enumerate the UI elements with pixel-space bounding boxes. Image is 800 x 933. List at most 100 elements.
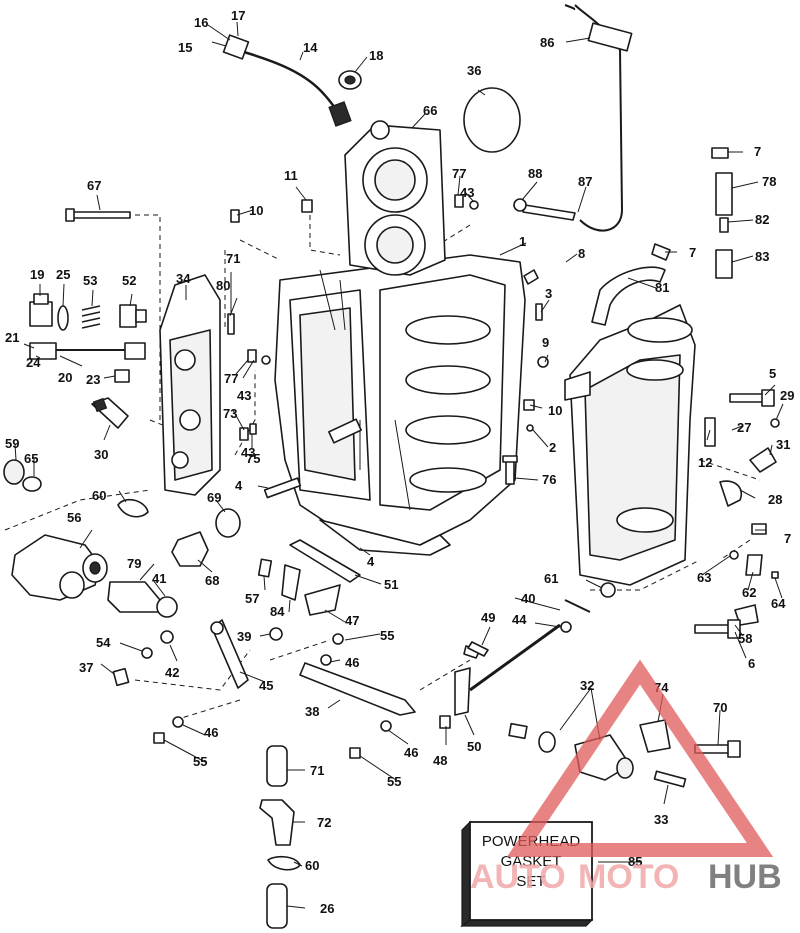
callout: 69 (207, 490, 221, 505)
callout: 84 (270, 604, 285, 619)
callout: 10 (548, 403, 562, 418)
leader-lines (14, 21, 784, 909)
callout: 41 (152, 571, 166, 586)
grommet (338, 70, 362, 90)
callout: 68 (205, 573, 219, 588)
callout: 20 (58, 370, 72, 385)
exhaust-housing (564, 304, 696, 586)
water-hoses (259, 745, 301, 929)
callout: 61 (544, 571, 558, 586)
callout: 70 (713, 700, 727, 715)
callout: 87 (578, 174, 592, 189)
callout: 39 (237, 629, 251, 644)
callout: 5 (769, 366, 776, 381)
callout: 54 (96, 635, 111, 650)
callout: 7 (754, 144, 761, 159)
callout: 24 (26, 355, 41, 370)
callout: 59 (5, 436, 19, 451)
kit-label-line-3: SET (516, 873, 545, 890)
sleeve-and-ring (107, 581, 178, 618)
fasteners-top (227, 194, 479, 441)
callout: 56 (67, 510, 81, 525)
callout: 46 (204, 725, 218, 740)
plug-and-ring (3, 459, 42, 492)
callout: 63 (697, 570, 711, 585)
breather-hose (513, 4, 633, 232)
callout: 67 (87, 178, 101, 193)
sensor-harness (222, 34, 352, 127)
callout: 78 (762, 174, 776, 189)
callout: 66 (423, 103, 437, 118)
callout: 17 (231, 8, 245, 23)
callout: 51 (384, 577, 398, 592)
callout: 6 (748, 656, 755, 671)
callout: 44 (512, 612, 527, 627)
callout: 49 (481, 610, 495, 625)
cylinder-head (344, 120, 446, 276)
callout: 15 (178, 40, 192, 55)
callout: 53 (83, 273, 97, 288)
callout: 57 (245, 591, 259, 606)
callout: 72 (317, 815, 331, 830)
throttle-linkage (210, 539, 561, 716)
kit-callout-number: 85 (628, 854, 642, 869)
callout: 12 (698, 455, 712, 470)
callout: 79 (127, 556, 141, 571)
callout: 43 (460, 185, 474, 200)
callout: 7 (689, 245, 696, 260)
gasket-kit-box: POWERHEAD GASKET SET 85 (460, 820, 642, 928)
callout: 81 (655, 280, 669, 295)
callout: 2 (549, 440, 556, 455)
callout: 30 (94, 447, 108, 462)
callout: 27 (737, 420, 751, 435)
assembly-guides (4, 214, 761, 721)
thermostat-parts (29, 293, 147, 331)
callout: 33 (654, 812, 668, 827)
callout: 76 (542, 472, 556, 487)
callout: 60 (92, 488, 106, 503)
callout: 28 (768, 492, 782, 507)
callout: 43 (237, 388, 251, 403)
callout: 77 (452, 166, 466, 181)
callout: 64 (771, 596, 786, 611)
callout: 80 (216, 278, 230, 293)
callout: 88 (528, 166, 542, 181)
washer-and-bushing (171, 508, 241, 567)
callout: 52 (122, 273, 136, 288)
callout: 45 (259, 678, 273, 693)
callout: 77 (224, 371, 238, 386)
callout: 25 (56, 267, 70, 282)
cylinder-block (274, 254, 526, 556)
callout: 55 (380, 628, 394, 643)
callout: 58 (738, 631, 752, 646)
callout: 21 (5, 330, 19, 345)
callout: 42 (165, 665, 179, 680)
callout: 4 (235, 478, 243, 493)
callout: 50 (467, 739, 481, 754)
motor-mounts (508, 719, 741, 788)
callout: 14 (303, 40, 318, 55)
small-hardware-middle (153, 558, 481, 759)
callout: 36 (467, 63, 481, 78)
callout: 31 (776, 437, 790, 452)
callout: 7 (784, 531, 791, 546)
callout: 75 (246, 451, 260, 466)
callout: 65 (24, 451, 38, 466)
callout: 86 (540, 35, 554, 50)
kit-label-line-2: GASKET (501, 853, 562, 870)
callout: 60 (305, 858, 319, 873)
stud (263, 477, 302, 499)
callout: 82 (755, 212, 769, 227)
callout: 62 (742, 585, 756, 600)
callout: 83 (755, 249, 769, 264)
callout: 3 (545, 286, 552, 301)
callout: 19 (30, 267, 44, 282)
watermark-triangle-icon (506, 659, 774, 857)
callout: 71 (310, 763, 324, 778)
callout: 26 (320, 901, 334, 916)
pins-and-clips (467, 599, 591, 657)
watermark-text-tertiary: HUB (708, 858, 782, 896)
callout: 10 (249, 203, 263, 218)
